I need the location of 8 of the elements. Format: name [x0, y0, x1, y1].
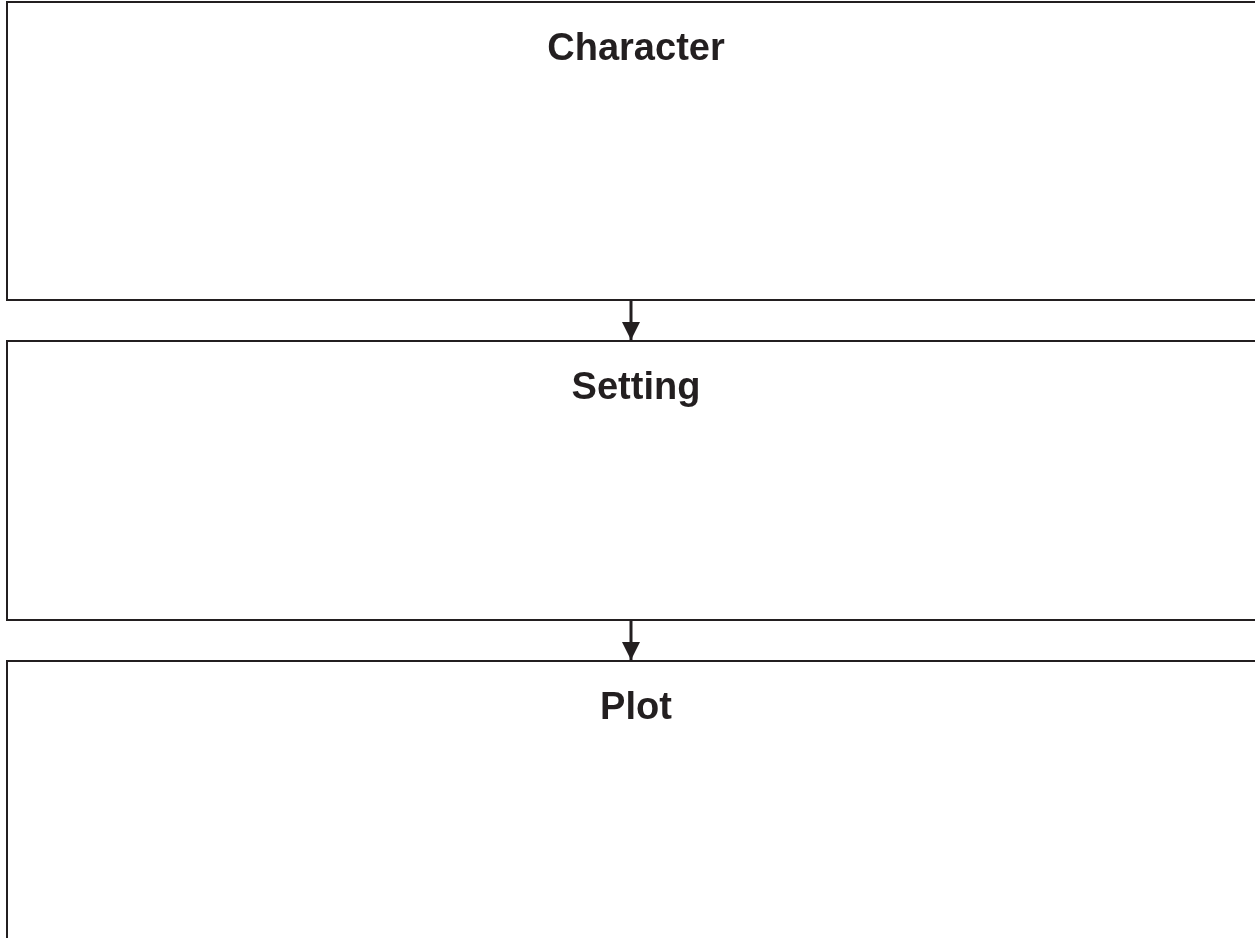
- box-heading: Plot: [600, 685, 672, 727]
- box-heading: Setting: [571, 365, 701, 407]
- arrow: [622, 621, 640, 660]
- arrow: [622, 301, 640, 340]
- text-box: [6, 340, 1255, 621]
- text-box: [6, 660, 1255, 938]
- box-heading: Character: [547, 26, 725, 68]
- text-box: [6, 1, 1255, 301]
